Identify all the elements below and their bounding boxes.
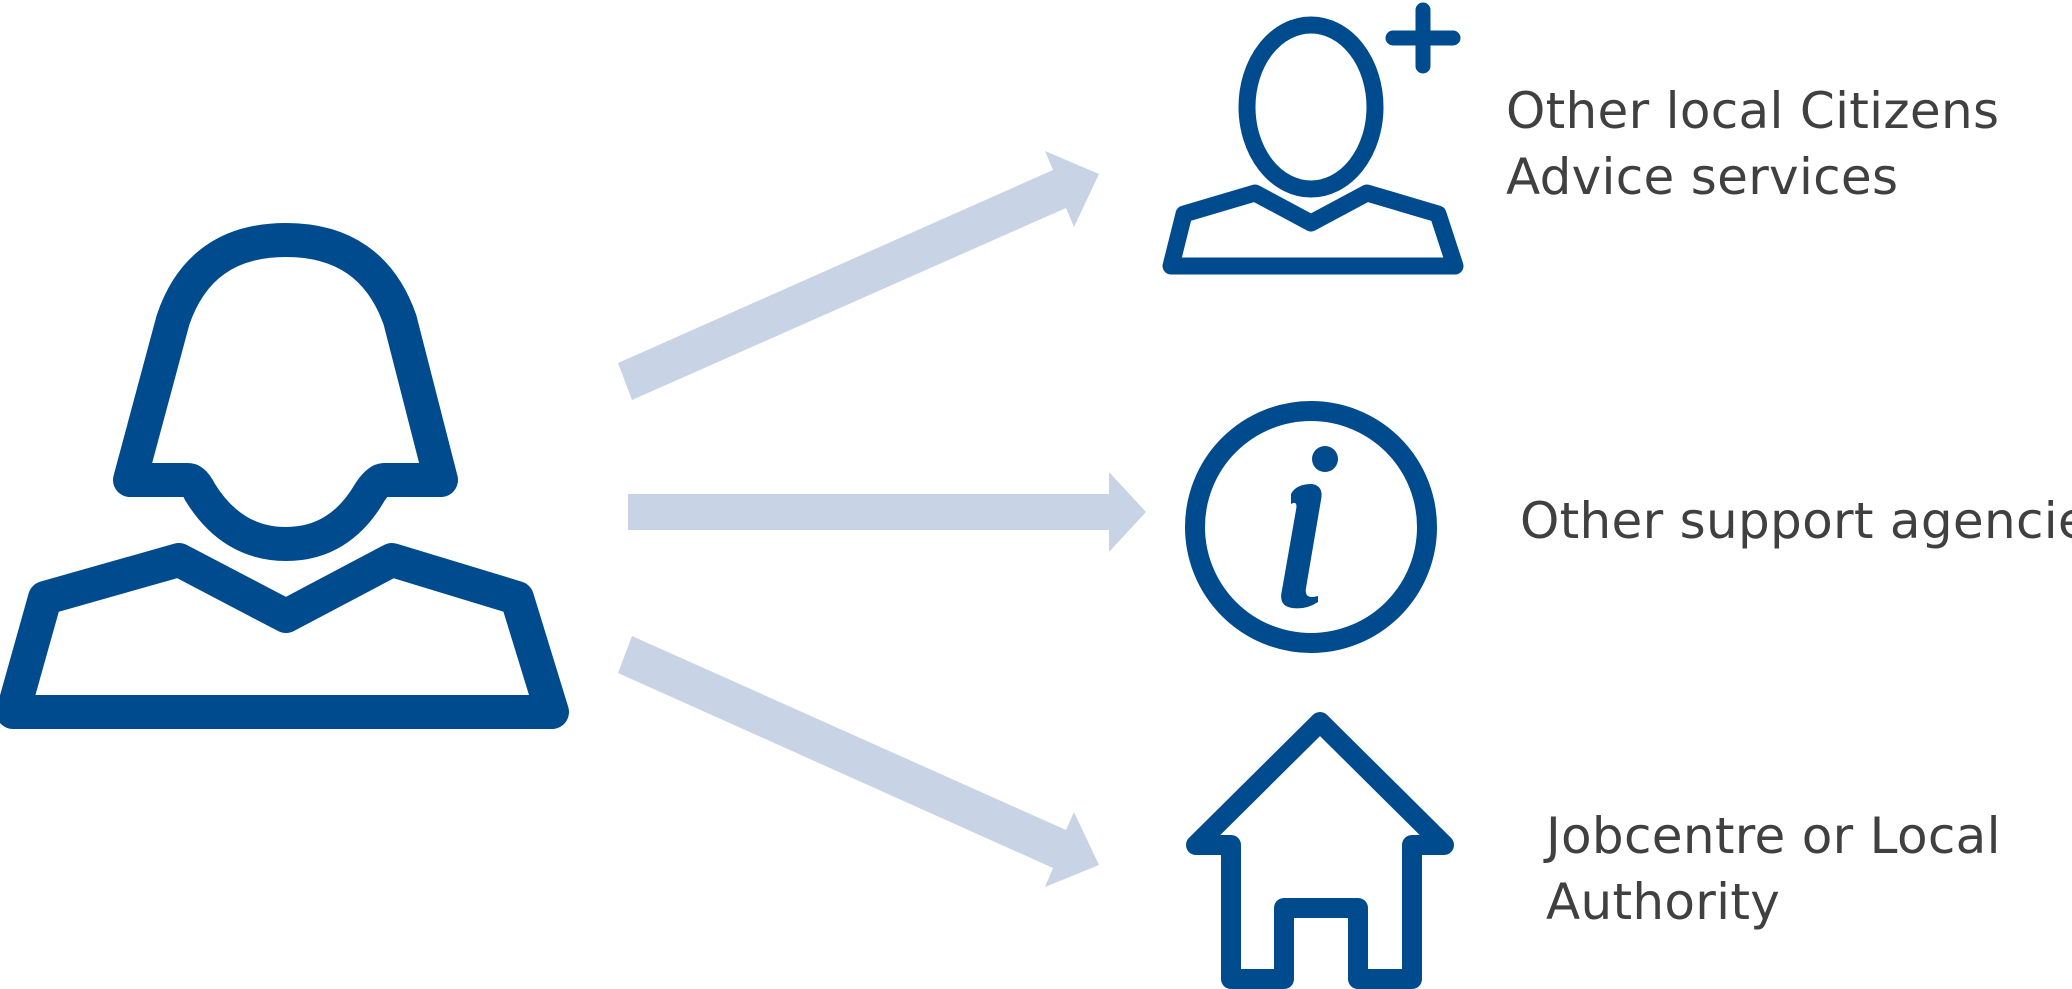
arrow-to-jobcentre bbox=[618, 636, 1099, 887]
label-other-support-agencies: Other support agencies bbox=[1520, 488, 2072, 554]
label-line: Authority bbox=[1546, 873, 1781, 931]
label-line: Other support agencies bbox=[1520, 492, 2072, 550]
label-jobcentre-or-local-authority: Jobcentre or Local Authority bbox=[1546, 803, 2001, 935]
label-line: Advice services bbox=[1506, 148, 1899, 206]
arrow-to-agencies bbox=[628, 472, 1146, 552]
person-icon bbox=[0, 223, 569, 729]
person-add-icon bbox=[1162, 2, 1464, 275]
label-local-citizens-advice-services: Other local Citizens Advice services bbox=[1506, 78, 1999, 210]
home-icon bbox=[1186, 712, 1454, 989]
info-icon bbox=[1185, 401, 1437, 653]
arrow-to-services bbox=[618, 151, 1099, 400]
label-line: Jobcentre or Local bbox=[1546, 807, 2001, 865]
label-line: Other local Citizens bbox=[1506, 82, 2000, 140]
